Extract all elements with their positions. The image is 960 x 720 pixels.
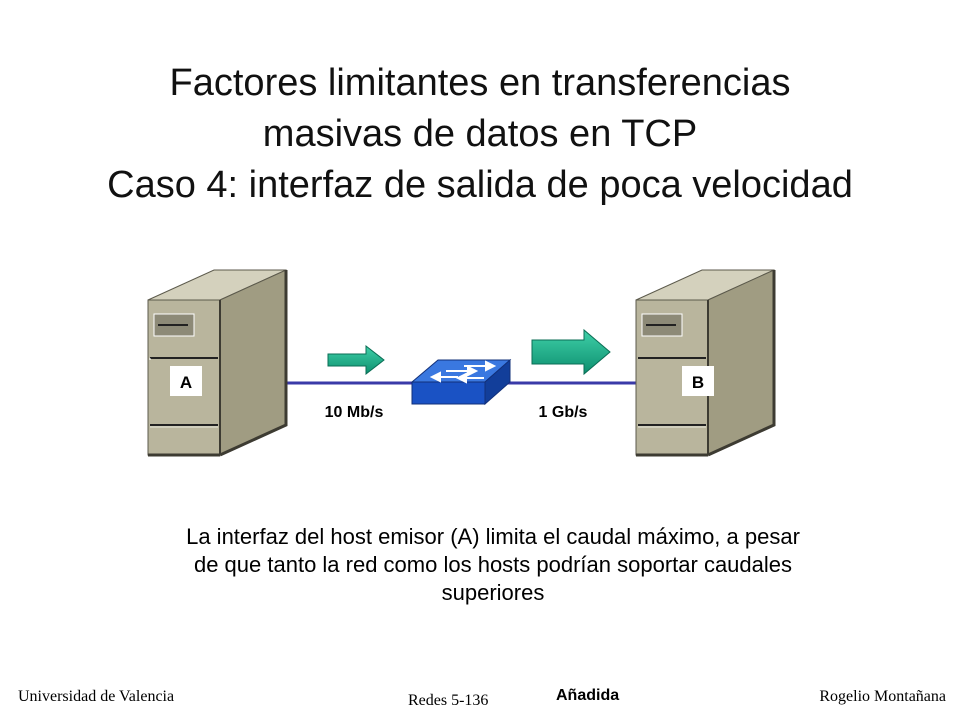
host-a-badge [170, 366, 202, 396]
server-b-icon [635, 269, 776, 457]
caption-line-3: superiores [441, 580, 545, 605]
title-line-2: masivas de datos en TCP [262, 113, 698, 155]
host-b-badge [682, 366, 714, 396]
caption-line-2: de que tanto la red como los hosts podrí… [193, 552, 793, 577]
footer-added-tag: Añadida [556, 687, 620, 704]
caption: La interfaz del host emisor (A) limita e… [108, 523, 878, 607]
host-b-label: B [692, 373, 704, 392]
small-flow-arrow-icon [327, 344, 385, 376]
link-right-label: 1 Gb/s [539, 404, 588, 421]
title-line-1: Factores limitantes en transferencias [169, 62, 791, 104]
network-diagram: A B [147, 269, 776, 457]
footer-institution: Universidad de Valencia [18, 688, 175, 705]
footer-author: Rogelio Montañana [819, 688, 946, 705]
link-left-label: 10 Mb/s [325, 404, 384, 421]
title-line-3: Caso 4: interfaz de salida de poca veloc… [107, 164, 853, 206]
slide-title: Factores limitantes en transferencias ma… [0, 58, 960, 211]
large-flow-arrow-icon [531, 328, 611, 376]
server-a-icon [147, 269, 288, 457]
caption-line-1: La interfaz del host emisor (A) limita e… [186, 524, 800, 549]
host-a-label: A [180, 373, 192, 392]
switch-icon [410, 358, 512, 406]
footer-slide-number: Redes 5-136 [408, 692, 489, 709]
